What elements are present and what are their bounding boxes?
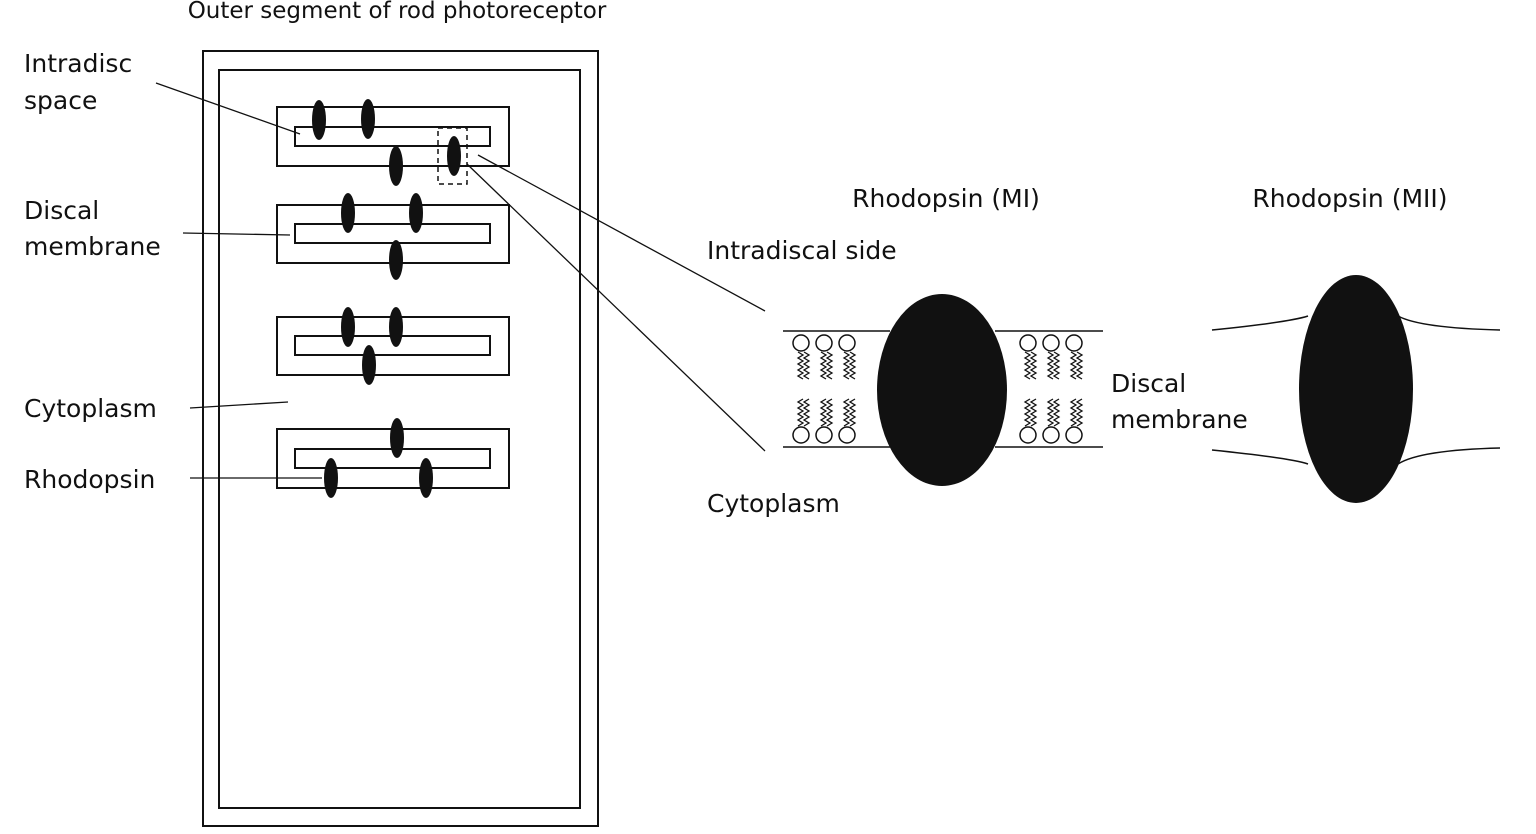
zoom-lines [466,154,766,452]
label-intradiscal-side: Intradiscal side [707,236,897,265]
lipid-molecules-left [792,334,856,444]
diagram-title: Outer segment of rod photoreceptor [188,0,607,24]
rhodopsin-molecules [312,99,461,498]
label-cytoplasm-left: Cytoplasm [24,394,157,423]
label-discal-membrane-left-2: membrane [24,232,161,261]
label-discal-membrane-right-1: Discal [1111,369,1186,398]
lipid-molecules-right [1019,334,1083,444]
label-intradisc-space-2: space [24,86,97,115]
membrane-mii [1211,315,1501,465]
label-rhodopsin-mii: Rhodopsin (MII) [1252,184,1447,213]
leader-intradisc-space [155,82,301,135]
label-cytoplasm-right: Cytoplasm [707,489,840,518]
rhodopsin-mii-protein [1299,275,1413,503]
rhodopsin-mi-protein [877,294,1007,486]
label-rhodopsin-mi: Rhodopsin (MI) [852,184,1040,213]
lipid-bilayer-mi [783,330,1103,448]
label-rhodopsin: Rhodopsin [24,465,155,494]
label-discal-membrane-left-1: Discal [24,196,99,225]
outer-segment [202,50,599,827]
zoom-highlight-box [437,127,468,185]
label-discal-membrane-right-2: membrane [1111,405,1248,434]
leader-discal-membrane [182,232,291,236]
leader-cytoplasm [189,401,289,409]
label-intradisc-space-1: Intradisc [24,49,132,78]
